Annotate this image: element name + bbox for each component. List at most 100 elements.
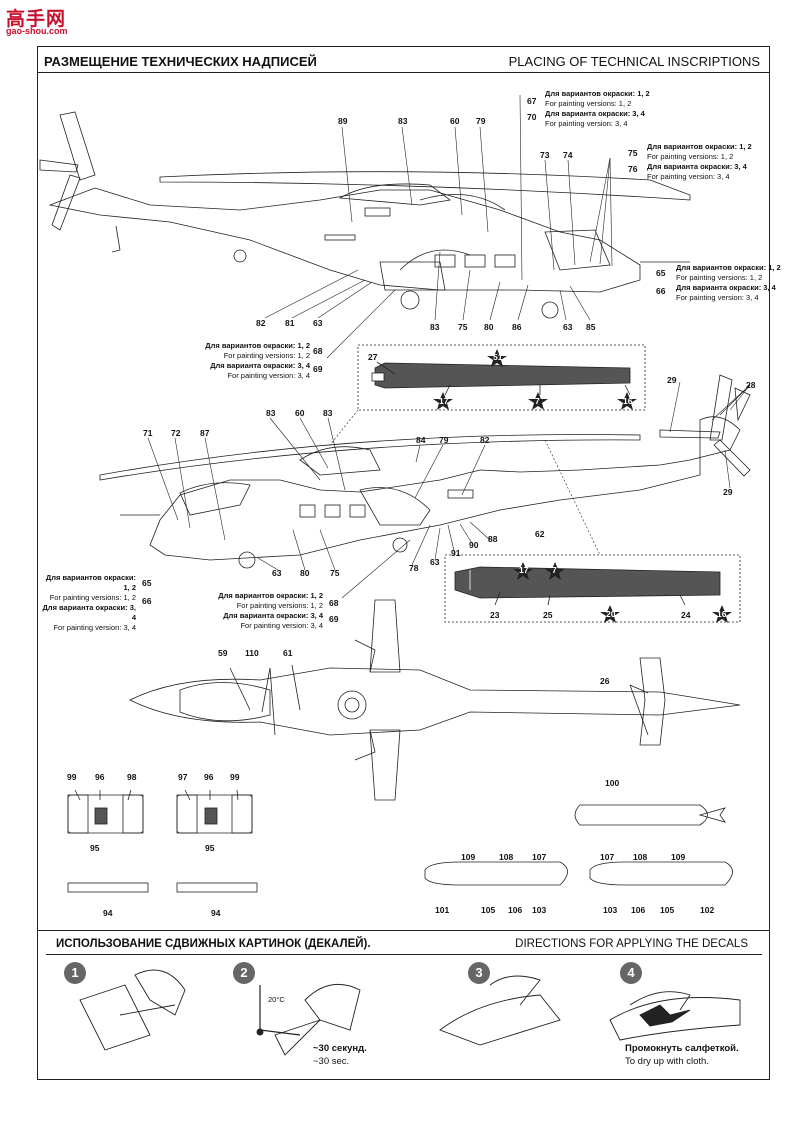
callout-87: 87: [200, 428, 210, 438]
callout-101: 101: [435, 905, 450, 915]
step-1-badge: 1: [64, 962, 86, 984]
callout-108b: 108: [633, 852, 648, 862]
callout-103b: 103: [603, 905, 618, 915]
leader-lines-side2: [147, 381, 751, 599]
callout-79b: 79: [439, 435, 449, 445]
step-4-badge: 4: [620, 962, 642, 984]
callout-69: 69: [313, 364, 323, 374]
callout-63: 63: [313, 318, 323, 328]
callout-80: 80: [484, 322, 494, 332]
callout-102: 102: [700, 905, 715, 915]
callout-80b: 80: [300, 568, 310, 578]
callout-82b: 82: [480, 435, 490, 445]
callout-24: 24: [681, 610, 691, 620]
callout-63b: 63: [563, 322, 573, 332]
decal-20: 20: [606, 609, 616, 619]
callout-68: 68: [313, 346, 323, 356]
decal-17b: 17: [519, 565, 529, 575]
callout-106: 106: [508, 905, 523, 915]
callout-74: 74: [563, 150, 573, 160]
callout-107: 107: [532, 852, 547, 862]
watermark-url: gao-shou.com: [6, 26, 68, 36]
callout-96b: 96: [204, 772, 214, 782]
callout-78: 78: [409, 563, 419, 573]
rocket-pods: [67, 789, 258, 893]
callout-110: 110: [245, 648, 259, 658]
callout-83: 83: [398, 116, 408, 126]
callout-107b: 107: [600, 852, 615, 862]
callout-59: 59: [218, 648, 228, 658]
helicopter-side-view-right: [39, 111, 691, 319]
decal-51: 51: [493, 352, 503, 362]
callout-95: 95: [90, 843, 100, 853]
callout-66: 66: [656, 286, 666, 296]
callout-89: 89: [338, 116, 348, 126]
step-2-temperature: 20°C: [268, 995, 285, 1004]
callout-108: 108: [499, 852, 514, 862]
callout-109: 109: [461, 852, 476, 862]
callout-65: 65: [656, 268, 666, 278]
callout-85: 85: [586, 322, 596, 332]
callout-91: 91: [451, 548, 461, 558]
callout-99b: 99: [230, 772, 240, 782]
callout-28: 28: [746, 380, 756, 390]
decal-step-illustrations: [79, 969, 741, 1056]
callout-82: 82: [256, 318, 266, 328]
callout-60: 60: [450, 116, 460, 126]
callout-83b: 83: [430, 322, 440, 332]
callout-62: 62: [535, 529, 545, 539]
directions-subdivider: [46, 954, 762, 955]
callout-90: 90: [469, 540, 479, 550]
callout-75c: 75: [330, 568, 340, 578]
callout-25: 25: [543, 610, 553, 620]
decal-17: 17: [439, 396, 449, 406]
decal-16b: 16: [717, 609, 727, 619]
callout-27: 27: [368, 352, 378, 362]
step-4-caption: Промокнуть салфеткой.To dry up with clot…: [625, 1043, 739, 1067]
callout-63d: 63: [430, 557, 440, 567]
decal-7: 7: [535, 396, 540, 406]
callout-60b: 60: [295, 408, 305, 418]
callout-103: 103: [532, 905, 547, 915]
callout-69b: 69: [329, 614, 339, 624]
callout-106b: 106: [631, 905, 646, 915]
directions-title-ru: ИСПОЛЬЗОВАНИЕ СДВИЖНЫХ КАРТИНОК (ДЕКАЛЕЙ…: [56, 938, 371, 950]
callout-23: 23: [490, 610, 500, 620]
callout-26: 26: [600, 676, 610, 686]
callout-65b: 65: [142, 578, 152, 588]
callout-67: 67: [527, 96, 537, 106]
callout-75b: 75: [458, 322, 468, 332]
callout-79: 79: [476, 116, 486, 126]
callout-105: 105: [481, 905, 496, 915]
callout-70: 70: [527, 112, 537, 122]
callout-83c: 83: [266, 408, 276, 418]
callout-105b: 105: [660, 905, 675, 915]
callout-97: 97: [178, 772, 188, 782]
callout-84: 84: [416, 435, 426, 445]
callout-76: 76: [628, 164, 638, 174]
header-en: PLACING OF TECHNICAL INSCRIPTIONS: [508, 54, 760, 69]
decal-star-markers: [433, 349, 732, 623]
helicopter-side-view-left: [99, 374, 751, 569]
callout-75: 75: [628, 148, 638, 158]
callout-95b: 95: [205, 843, 215, 853]
callout-81: 81: [285, 318, 295, 328]
callout-63c: 63: [272, 568, 282, 578]
callout-68b: 68: [329, 598, 339, 608]
callout-73: 73: [540, 150, 550, 160]
step-2-badge: 2: [233, 962, 255, 984]
callout-61: 61: [283, 648, 293, 658]
decal-7b: 7: [552, 565, 557, 575]
callout-29: 29: [667, 375, 677, 385]
callout-29b: 29: [723, 487, 733, 497]
leader-lines-side1: [264, 94, 613, 359]
directions-title-en: DIRECTIONS FOR APPLYING THE DECALS: [515, 938, 748, 950]
callout-88: 88: [488, 534, 498, 544]
callout-86: 86: [512, 322, 522, 332]
